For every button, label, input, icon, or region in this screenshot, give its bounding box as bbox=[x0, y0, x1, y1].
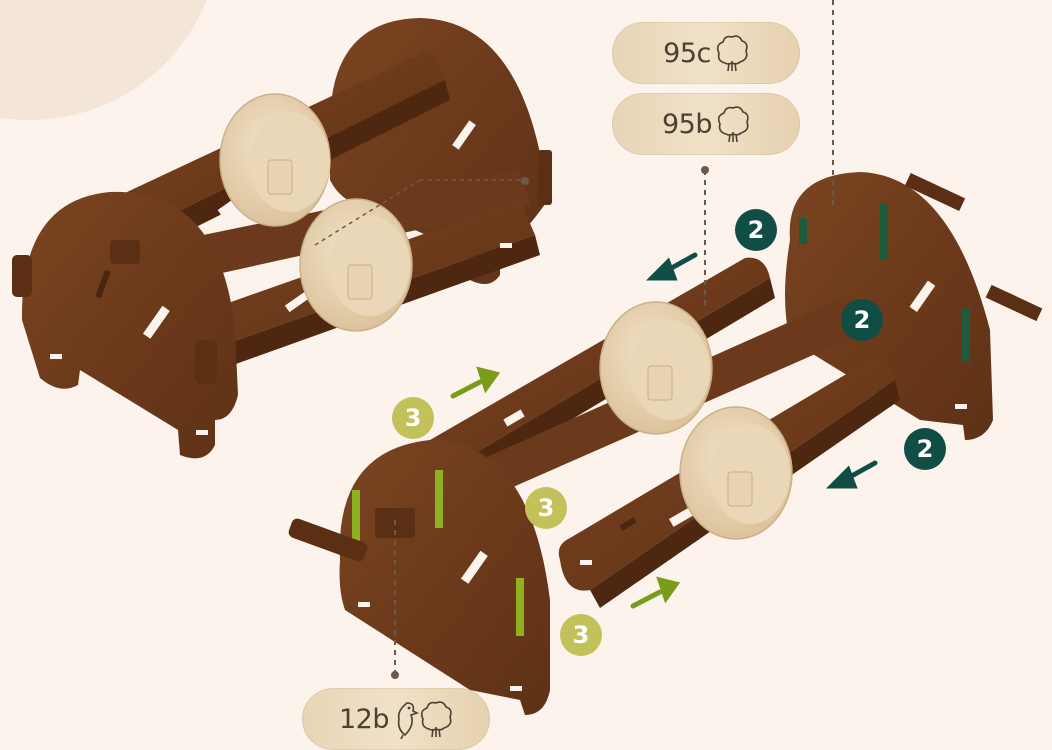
part-code: 12b bbox=[339, 704, 389, 735]
disc-hub bbox=[648, 366, 672, 400]
tree-icon bbox=[716, 104, 750, 144]
bird-icon bbox=[393, 699, 419, 739]
leader-dot bbox=[701, 166, 709, 174]
foot-slot bbox=[500, 243, 512, 248]
disc-hub bbox=[268, 160, 292, 194]
part-label-95b: 95b bbox=[612, 93, 800, 155]
front-panel bbox=[22, 192, 238, 458]
foot-slot bbox=[196, 430, 208, 435]
green-slot bbox=[962, 308, 970, 362]
leader-dot bbox=[521, 177, 529, 185]
green-slot bbox=[799, 218, 807, 244]
front-panel-peg bbox=[110, 240, 140, 264]
arrow-dark bbox=[652, 255, 695, 278]
step-badge-2: 2 bbox=[735, 209, 777, 251]
leader-dot bbox=[391, 671, 399, 679]
front-panel-peg bbox=[195, 340, 217, 384]
disc-hub bbox=[728, 472, 752, 506]
background-circle bbox=[0, 0, 220, 120]
foot-slot bbox=[358, 602, 370, 607]
arrow-dark bbox=[832, 463, 875, 486]
green-slot bbox=[516, 578, 524, 636]
arrow-light bbox=[453, 370, 496, 396]
foot-slot bbox=[955, 404, 967, 409]
step-badge-3: 3 bbox=[560, 614, 602, 656]
foot-slot bbox=[510, 686, 522, 691]
step-badge-2: 2 bbox=[904, 428, 946, 470]
front-panel-peg bbox=[12, 255, 32, 297]
foot-slot bbox=[50, 354, 62, 359]
green-slot bbox=[435, 470, 443, 528]
part-code: 95c bbox=[663, 38, 711, 69]
loose-peg bbox=[986, 285, 1043, 321]
tree-icon bbox=[715, 33, 749, 73]
part-label-12b: 12b bbox=[302, 688, 490, 750]
tree-icon bbox=[419, 699, 453, 739]
rod-slot bbox=[580, 560, 592, 565]
step-badge-3: 3 bbox=[392, 397, 434, 439]
green-slot bbox=[880, 203, 888, 259]
part-label-95c: 95c bbox=[612, 22, 800, 84]
part-code: 95b bbox=[662, 109, 712, 140]
step-badge-3: 3 bbox=[525, 487, 567, 529]
back-panel-tab bbox=[538, 150, 552, 205]
arrow-light bbox=[633, 580, 676, 606]
disc-hub bbox=[348, 265, 372, 299]
step-badge-2: 2 bbox=[841, 299, 883, 341]
